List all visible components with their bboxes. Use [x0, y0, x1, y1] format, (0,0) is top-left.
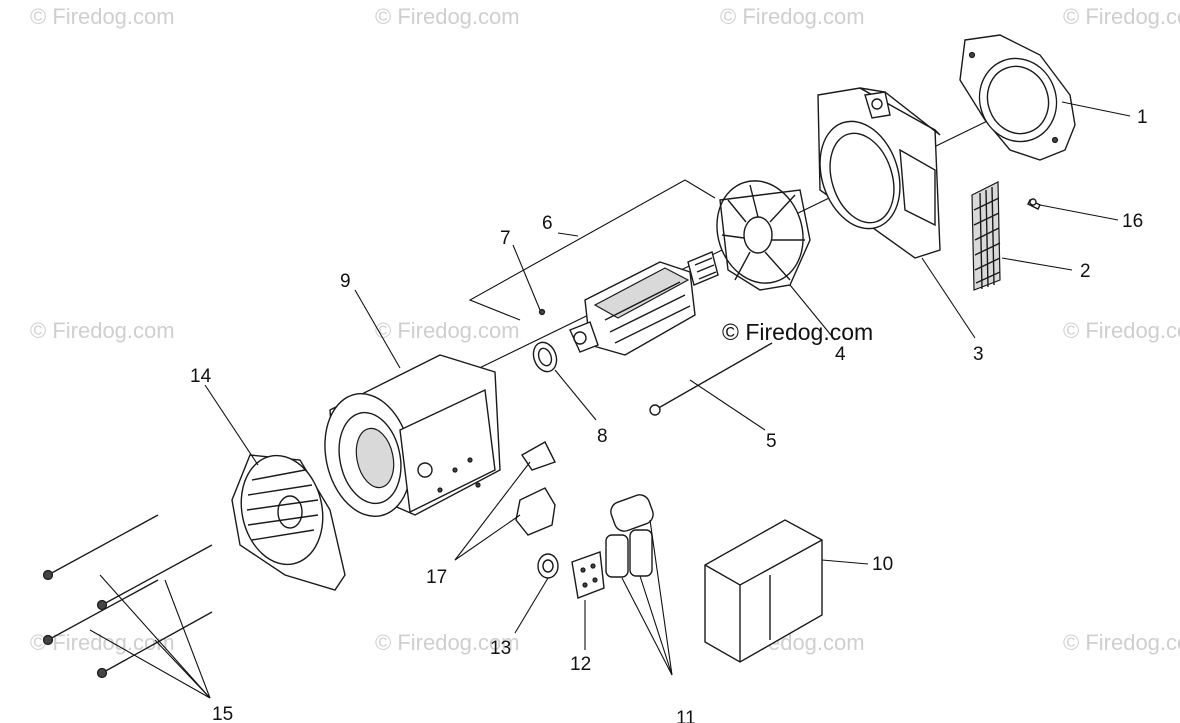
part-7-pin	[538, 308, 546, 316]
watermark: © Firedog.com	[30, 318, 175, 343]
part-17-clips	[515, 441, 556, 536]
callout-14: 14	[190, 366, 212, 387]
callout-1: 1	[1137, 107, 1148, 128]
callout-9: 9	[340, 271, 351, 292]
watermarks: © Firedog.com © Firedog.com © Firedog.co…	[30, 4, 1180, 655]
watermark: © Firedog.com	[1063, 4, 1180, 29]
part-6-bracket	[468, 179, 686, 321]
part-2-mesh-screen	[971, 181, 1001, 291]
leader-lines	[89, 101, 1131, 699]
callout-4: 4	[835, 344, 846, 365]
part-13-grommet	[537, 553, 559, 579]
watermark: © Firedog.com	[30, 4, 175, 29]
watermark: © Firedog.com	[720, 4, 865, 29]
watermark: © Firedog.com	[375, 630, 520, 655]
callout-6: 6	[542, 213, 553, 234]
callout-11-partial: 11	[676, 708, 696, 723]
callout-labels: 1 2 3 4 5 6 7 8 9 10 12 13 14 15 16 17 1…	[190, 107, 1148, 723]
center-watermark: © Firedog.com	[722, 319, 873, 345]
part-6-rotor	[569, 251, 719, 356]
callout-15: 15	[212, 704, 233, 723]
part-6-bracket-end	[684, 179, 716, 199]
callout-2: 2	[1080, 261, 1091, 282]
callout-3: 3	[973, 344, 984, 365]
watermark: © Firedog.com	[1063, 318, 1180, 343]
part-4-fan	[716, 180, 811, 291]
callout-8: 8	[597, 426, 608, 447]
part-1-end-plate	[959, 34, 1076, 161]
callout-17: 17	[426, 567, 447, 588]
part-6-leader	[557, 232, 579, 237]
part-11-capacitors	[605, 494, 654, 578]
callout-13: 13	[490, 638, 511, 659]
watermark: © Firedog.com	[375, 318, 520, 343]
part-3-frame-housing	[817, 87, 941, 259]
part-8-bearing	[532, 341, 558, 373]
watermark: © Firedog.com	[1063, 630, 1180, 655]
part-9-stator	[324, 354, 501, 517]
callout-12: 12	[570, 654, 591, 675]
callout-16: 16	[1122, 211, 1143, 232]
part-5-through-bolt	[649, 342, 773, 416]
callout-10: 10	[872, 554, 893, 575]
watermark: © Firedog.com	[375, 4, 520, 29]
part-16-screw	[1027, 198, 1041, 210]
watermark: © Firedog.com	[30, 630, 175, 655]
part-10-cover	[704, 519, 823, 663]
part-12-terminal-block	[571, 551, 605, 599]
part-14-end-bell	[231, 454, 346, 591]
callout-7: 7	[500, 228, 511, 249]
callout-5: 5	[766, 431, 777, 452]
part-15-bolts	[42, 514, 213, 679]
